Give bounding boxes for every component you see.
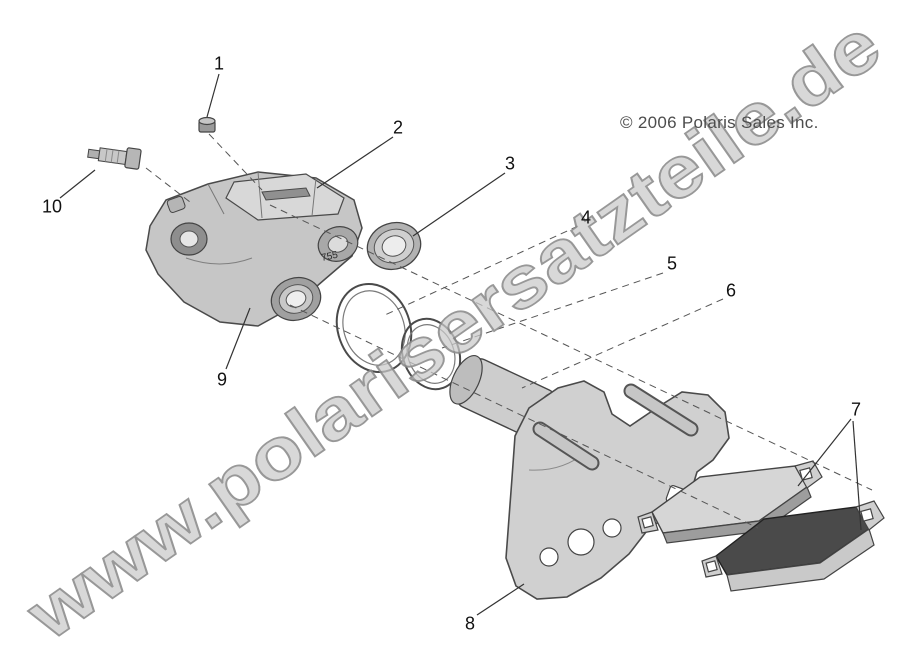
guide-pin-2 [623,383,699,437]
bleeder-screw [87,147,142,170]
copyright-text: © 2006 Polaris Sales Inc. [620,113,819,132]
callout-1: 1 [213,53,225,74]
callout-10: 10 [41,196,63,217]
callout-6: 6 [725,280,737,301]
piston-boot [366,221,422,271]
callout-8: 8 [464,613,476,634]
seal-ring-large [335,282,413,374]
callout-5: 5 [666,253,678,274]
guide-pin-1 [532,421,600,471]
callout-3: 3 [504,153,516,174]
brake-pad-outer [701,500,885,592]
caliper-body: 755 [145,171,363,327]
leader-lines [59,73,862,616]
callout-9: 9 [216,369,228,390]
lower-piston-boot [270,276,322,322]
dashed-axis-lines [145,133,873,529]
callout-7: 7 [850,399,862,420]
callout-4: 4 [580,207,592,228]
caliper-casting-number: 755 [320,250,339,264]
brake-pad-inner [637,460,823,544]
cap-plug [198,116,216,133]
brake-pads [637,460,885,592]
callout-2: 2 [392,117,404,138]
